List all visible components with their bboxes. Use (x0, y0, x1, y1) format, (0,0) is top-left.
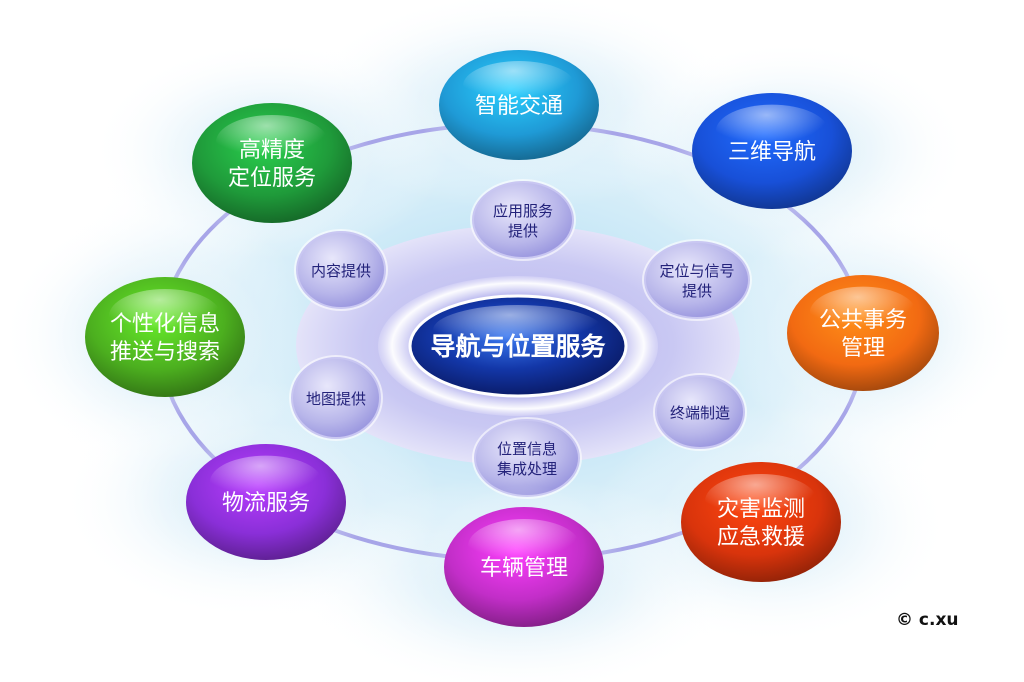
outer-node-label: 高精度 (239, 138, 305, 163)
outer-node-label: 车辆管理 (480, 556, 568, 581)
inner-node-map: 地图提供 (289, 355, 383, 441)
outer-node-traffic: 智能交通 (417, 28, 621, 182)
outer-node-vehicle: 车辆管理 (422, 485, 626, 649)
inner-node-label: 集成处理 (497, 460, 557, 478)
outer-node-label: 定位服务 (228, 166, 316, 191)
outer-node-label: 灾害监测 (717, 497, 805, 522)
inner-node-label: 内容提供 (311, 262, 371, 280)
inner-node-label: 位置信息 (497, 440, 557, 458)
outer-node-label: 三维导航 (728, 140, 816, 165)
outer-node-label: 应急救援 (717, 525, 805, 550)
center-label: 导航与位置服务 (430, 332, 605, 361)
inner-node-terminal: 终端制造 (653, 373, 747, 451)
inner-node-label: 终端制造 (670, 404, 730, 422)
outer-node-label: 推送与搜索 (110, 340, 220, 365)
outer-node-nav3d: 三维导航 (670, 71, 874, 231)
inner-node-label: 提供 (682, 282, 712, 300)
outer-node-label: 物流服务 (222, 491, 310, 516)
outer-node-label: 个性化信息 (110, 312, 220, 337)
inner-node-content: 内容提供 (294, 229, 388, 311)
outer-node-label: 公共事务 (819, 308, 907, 333)
inner-node-label: 定位与信号 (659, 262, 734, 280)
inner-node-label: 提供 (508, 222, 538, 240)
inner-node-label: 应用服务 (493, 202, 553, 220)
center-node: 导航与位置服务 (378, 276, 658, 416)
inner-node-label: 地图提供 (306, 390, 366, 408)
copyright-text: © c.xu (896, 610, 959, 630)
outer-node-logistics: 物流服务 (164, 422, 368, 582)
outer-node-label: 智能交通 (475, 94, 563, 119)
outer-node-label: 管理 (841, 336, 885, 361)
